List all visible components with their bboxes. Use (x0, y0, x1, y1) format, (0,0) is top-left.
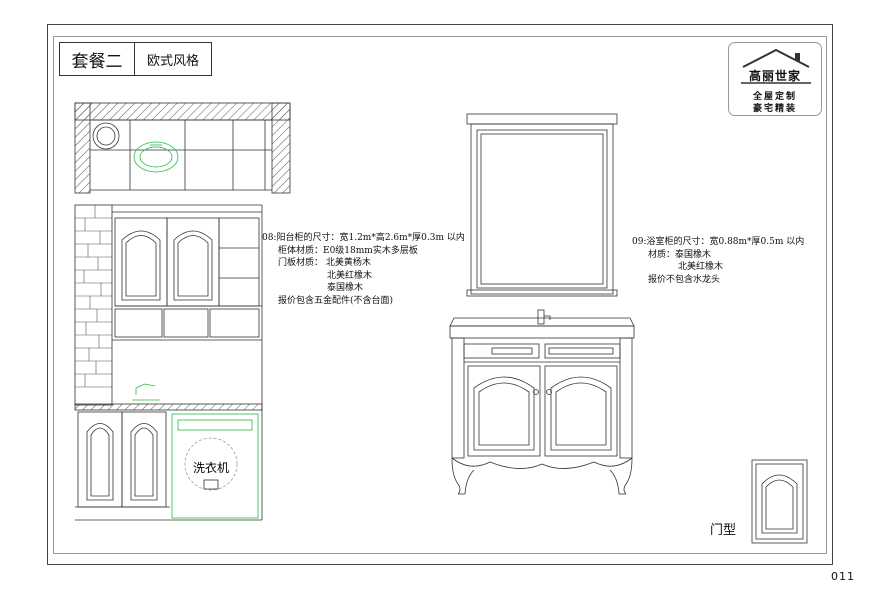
door-type-sample (751, 459, 808, 544)
spec-08-line-6: 报价包含五金配件(不含台面) (278, 295, 394, 306)
page-number: 011 (831, 570, 855, 583)
package-title: 套餐二 (60, 43, 135, 75)
spec-08-line-1: 08:阳台柜的尺寸：宽1.2m*高2.6m*厚0.3m 以内 (262, 233, 465, 243)
spec-08-line-5: 泰国橡木 (327, 283, 364, 293)
brand-slogan-1: 全屋定制 (752, 92, 797, 102)
spec-09-line-3: 北美红橡木 (678, 262, 724, 272)
spec-09-line-2: 材质：泰国橡木 (648, 249, 712, 260)
brand-name: 高丽世家 (748, 69, 801, 83)
spec-08-line-2: 柜体材质：E0级18mm实木多层板 (278, 245, 418, 256)
spec-09-line-4: 报价不包含水龙头 (648, 274, 721, 285)
balcony-cabinet-elevation (74, 204, 263, 521)
inner-frame (53, 36, 827, 554)
spec-08-line-3: 门板材质： 北美黄杨木 (278, 258, 371, 268)
bathroom-vanity (449, 309, 635, 495)
brand-slogan-2: 豪宅精装 (752, 104, 797, 114)
bathroom-mirror (466, 113, 618, 297)
outer-frame (47, 24, 833, 565)
spec-08-block: 08:阳台柜的尺寸：宽1.2m*高2.6m*厚0.3m 以内 柜体材质：E0级1… (262, 232, 465, 307)
style-label: 欧式风格 (146, 53, 199, 69)
title-box: 套餐二 欧式风格 (59, 42, 212, 76)
house-roof-icon (741, 48, 811, 84)
spec-09-line-1: 09:浴室柜的尺寸：宽0.88m*厚0.5m 以内 (632, 237, 805, 247)
door-type-label: 门型 (710, 523, 737, 538)
brand-logo: 高丽世家 全屋定制 豪宅精装 (728, 42, 822, 116)
balcony-plan-view (74, 102, 291, 194)
washer-label: 洗衣机 (193, 460, 229, 475)
spec-08-line-4: 北美红橡木 (327, 270, 373, 281)
spec-09-block: 09:浴室柜的尺寸：宽0.88m*厚0.5m 以内 材质：泰国橡木 北美红橡木 … (632, 236, 804, 286)
